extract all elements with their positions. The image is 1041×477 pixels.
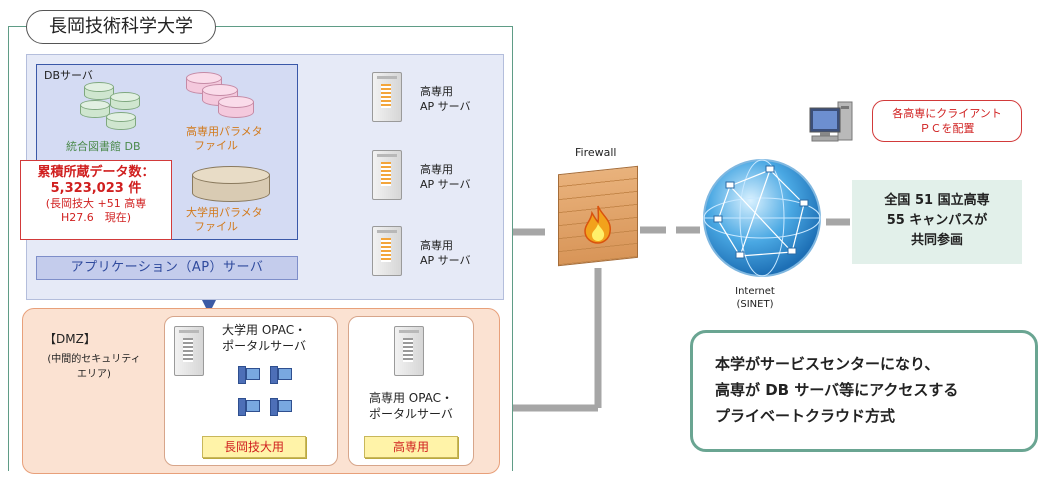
client-pc-icon xyxy=(808,98,856,146)
db-server-label: DBサーバ xyxy=(44,69,93,82)
kosen-tag: 高専用 xyxy=(364,436,458,458)
univ-param-label: 大学用パラメタ ファイル xyxy=(186,206,263,233)
server-icon xyxy=(372,72,402,122)
server-icon xyxy=(394,326,424,376)
client-pc-note: 各高専にクライアント ＰＣを配置 xyxy=(872,100,1022,142)
internet-label: Internet (SINET) xyxy=(735,286,775,310)
university-title: 長岡技術科学大学 xyxy=(26,10,216,44)
client-pc-icon xyxy=(238,366,260,384)
database-icon xyxy=(218,96,254,118)
dmz-subtitle: (中間的セキュリティ エリア) xyxy=(47,354,141,380)
dmz-title: 【DMZ】 xyxy=(44,332,96,346)
firewall-icon xyxy=(558,165,638,267)
kosen-param-label: 高専用パラメタ ファイル xyxy=(186,125,263,152)
holdings-stat-box: 累積所蔵データ数： 5,323,023 件 (長岡技大 +51 高専 H27.6… xyxy=(20,160,172,240)
univ-opac-title: 大学用 OPAC・ ポータルサーバ xyxy=(222,323,307,353)
stat-value: 5,323,023 件 xyxy=(50,181,142,196)
kosen-opac-title: 高専用 OPAC・ ポータルサーバ xyxy=(368,391,454,421)
library-db-label: 統合図書館 DB xyxy=(66,140,141,153)
stat-title: 累積所蔵データ数： xyxy=(37,165,155,180)
stat-note: (長岡技大 +51 高専 H27.6 現在) xyxy=(45,197,147,224)
globe-icon xyxy=(700,156,824,280)
server-icon xyxy=(174,326,204,376)
univ-tag: 長岡技大用 xyxy=(202,436,306,458)
server-icon xyxy=(372,226,402,276)
summary-box: 本学がサービスセンターになり、 高専が DB サーバ等にアクセスする プライベー… xyxy=(690,330,1038,452)
client-pc-icon xyxy=(238,398,260,416)
kosen-participation-box: 全国 51 国立高専 55 キャンパスが 共同参画 xyxy=(852,180,1022,264)
client-pc-icon xyxy=(270,398,292,416)
database-icon xyxy=(192,166,270,202)
application-server-bar: アプリケーション（AP）サーバ xyxy=(36,256,298,280)
firewall-label: Firewall xyxy=(575,146,617,159)
database-icon xyxy=(106,112,136,130)
server-icon xyxy=(372,150,402,200)
database-icon xyxy=(80,100,110,118)
database-icon xyxy=(110,92,140,110)
university-frame xyxy=(8,26,513,471)
client-pc-icon xyxy=(270,366,292,384)
